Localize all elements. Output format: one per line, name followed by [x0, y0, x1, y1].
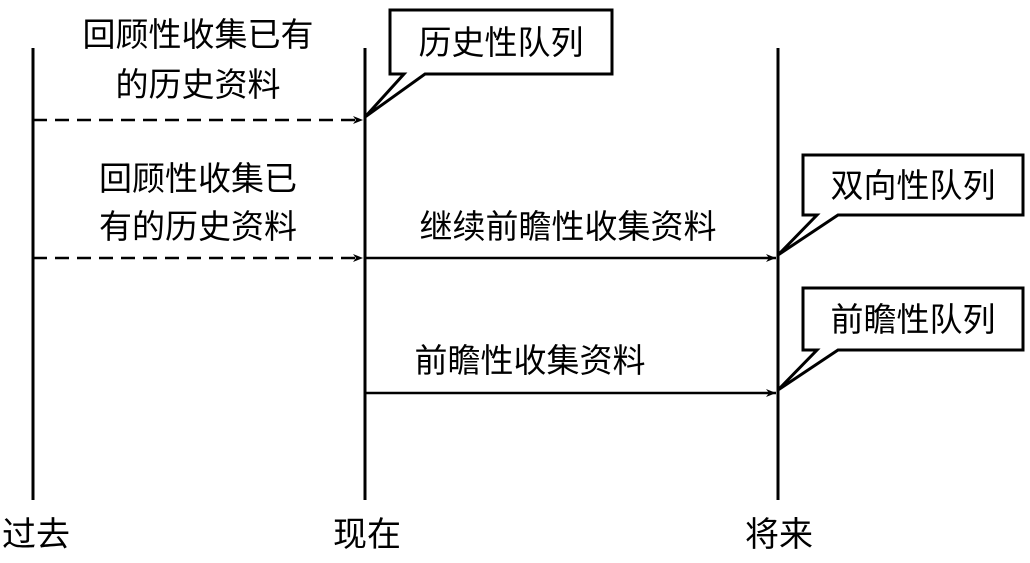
row3-label: 前瞻性收集资料 — [415, 341, 646, 380]
row2-label-line1: 回顾性收集已 — [99, 159, 297, 198]
row2-callout-text: 双向性队列 — [831, 166, 996, 205]
future-label: 将来 — [745, 515, 813, 555]
row1-label-line1: 回顾性收集已有 — [83, 15, 314, 54]
row1-label-line2: 的历史资料 — [116, 65, 281, 104]
row1-callout-box — [363, 8, 614, 119]
present-label: 现在 — [333, 515, 401, 555]
row1-callout-text: 历史性队列 — [419, 23, 584, 62]
row3-callout-text: 前瞻性队列 — [831, 300, 996, 339]
row2-callout-box — [776, 153, 1025, 257]
row3-callout-box — [776, 286, 1025, 392]
row2-label-line2: 有的历史资料 — [99, 207, 297, 246]
row2-right-label: 继续前瞻性收集资料 — [420, 207, 717, 246]
past-label: 过去 — [2, 515, 70, 555]
